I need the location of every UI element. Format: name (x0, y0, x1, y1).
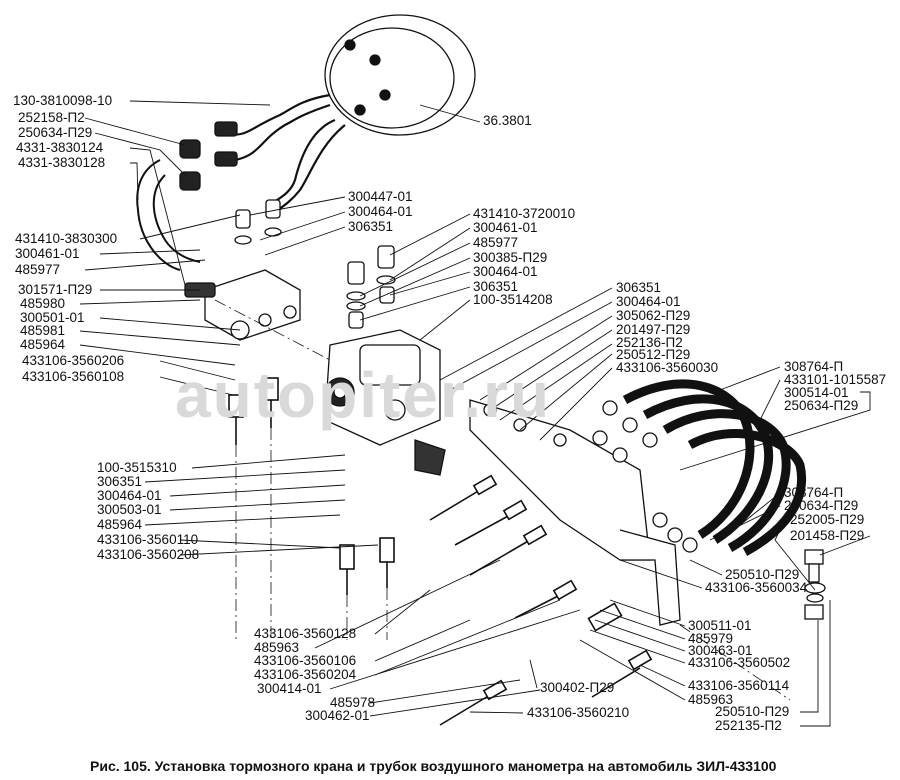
part-number-label: 300511-01 (688, 618, 752, 633)
part-number-label: 305062-П29 (616, 308, 691, 323)
part-number-label: 306351 (616, 280, 662, 295)
part-number-label: 300464-01 (616, 294, 681, 309)
part-number-label: 433106-3560206 (22, 353, 125, 368)
part-number-label: 252005-П29 (790, 512, 865, 527)
part-number-label: 433106-3560210 (527, 705, 630, 720)
part-number-label: 485963 (688, 692, 734, 707)
part-number-label: 300402-П29 (540, 680, 615, 695)
part-number-label: 250634-П29 (784, 498, 859, 513)
part-number-label: 300385-П29 (473, 250, 548, 265)
part-number-label: 300501-01 (20, 310, 85, 325)
bracket-nuts (483, 400, 698, 553)
watermark: autopiter.ru (175, 359, 552, 431)
part-number-label: 300464-01 (97, 488, 162, 503)
part-number-label: 485980 (20, 296, 66, 311)
part-number-label: 485978 (330, 695, 376, 710)
part-number-label: 433106-3560114 (688, 678, 790, 693)
part-number-label: 433106-3560208 (97, 547, 200, 562)
part-number-label: 431410-3830300 (15, 231, 118, 246)
part-number-label: 252158-П2 (18, 110, 85, 125)
part-number-label: 485964 (20, 337, 66, 352)
part-number-label: 300464-01 (348, 204, 413, 219)
part-number-label: 485981 (20, 323, 66, 338)
part-number-label: 4331-3830124 (16, 140, 104, 155)
part-number-label: 252136-П2 (616, 335, 683, 350)
fittings-top (179, 121, 238, 191)
pressure-gauge (324, 14, 476, 136)
part-number-label: 301571-П29 (18, 282, 93, 297)
brake-valve (324, 329, 446, 476)
tee-block (184, 269, 301, 341)
valve-fittings (234, 199, 396, 329)
part-number-label: 433106-3560128 (254, 626, 357, 641)
part-number-label: 433106-3560204 (254, 667, 357, 682)
part-number-label: 433106-3560108 (22, 369, 125, 384)
part-number-label: 100-3514208 (473, 292, 553, 307)
part-number-label: 4331-3830128 (18, 155, 106, 170)
part-number-label: 485979 (688, 631, 734, 646)
part-number-label: 306351 (348, 219, 394, 234)
mounting-bracket (469, 399, 681, 626)
part-number-label: 433101-1015587 (784, 372, 887, 387)
part-number-label: 485977 (15, 262, 61, 277)
bolt-assembly (804, 549, 826, 620)
part-number-label: 300464-01 (473, 264, 538, 279)
part-number-label: 300463-01 (688, 643, 753, 658)
part-number-label: 130-3810098-10 (13, 93, 113, 108)
part-number-label: 485964 (97, 517, 143, 532)
part-number-label: 36.3801 (483, 113, 532, 128)
part-number-label: 250634-П29 (18, 125, 93, 140)
part-number-label: 250510-П29 (725, 567, 800, 582)
part-number-label: 431410-3720010 (473, 206, 576, 221)
figure-caption: Рис. 105. Установка тормозного крана и т… (90, 758, 777, 774)
part-number-label: 433106-3560030 (616, 360, 719, 375)
part-number-label: 300414-01 (257, 681, 322, 696)
part-number-label: 300503-01 (97, 502, 162, 517)
thin-pipe (136, 159, 181, 271)
part-number-label: 433106-3560034 (705, 580, 808, 595)
hoses (622, 379, 806, 556)
part-number-label: 300461-01 (15, 246, 80, 261)
center-lines (214, 299, 791, 701)
part-number-label: 300447-01 (348, 189, 413, 204)
part-number-label: 306351 (473, 279, 519, 294)
leader-lines (79, 100, 871, 727)
part-number-label: 250634-П29 (784, 398, 859, 413)
part-number-label: 300462-01 (305, 708, 370, 723)
part-number-label: 485963 (254, 640, 300, 655)
thin-pipe (152, 174, 201, 263)
part-number-label: 252135-П2 (715, 718, 782, 733)
part-number-label: 308764-П (784, 485, 844, 500)
part-number-label: 433106-3560110 (97, 532, 199, 547)
part-number-label: 300514-01 (784, 385, 849, 400)
part-number-label: 433106-3560106 (254, 653, 357, 668)
part-number-label: 100-3515310 (97, 460, 177, 475)
gauge-pipes (229, 93, 346, 211)
air-tubes (228, 377, 653, 726)
part-number-label: 485977 (473, 235, 519, 250)
part-number-label: 201497-П29 (616, 322, 691, 337)
part-number-label: 250512-П29 (616, 347, 691, 362)
part-number-label: 300461-01 (473, 220, 538, 235)
part-number-label: 306351 (97, 474, 143, 489)
part-number-label: 433106-3560502 (688, 655, 791, 670)
part-number-label: 308764-П (784, 359, 844, 374)
part-number-label: 250510-П29 (715, 704, 790, 719)
part-number-label: 201458-П29 (790, 528, 865, 543)
